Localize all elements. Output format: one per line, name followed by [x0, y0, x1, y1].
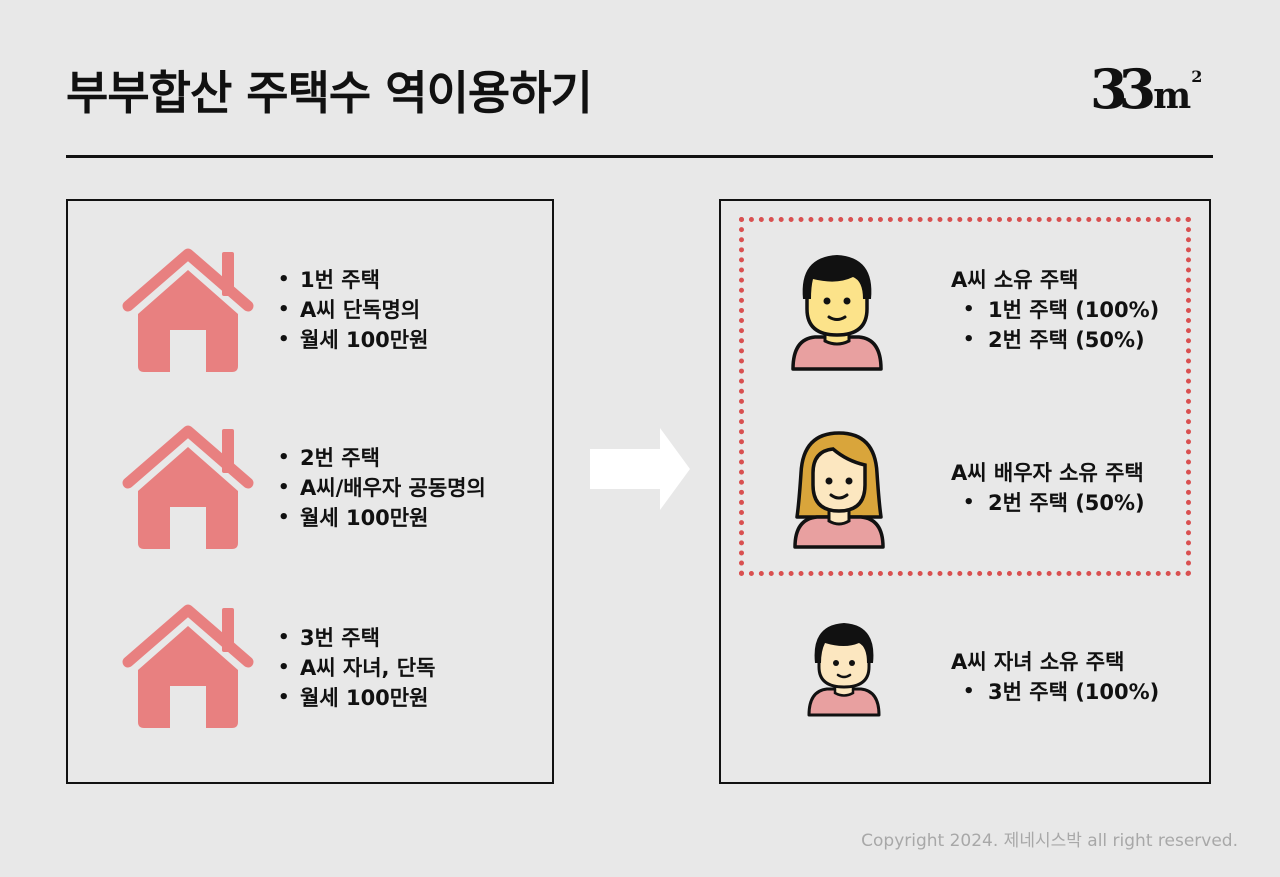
list-item: 1번 주택 (100%) [951, 295, 1159, 325]
child-icon [807, 623, 881, 717]
list-item: A씨 단독명의 [278, 295, 428, 325]
logo-unit: m [1153, 75, 1192, 117]
list-item: 3번 주택 (100%) [951, 677, 1159, 707]
house-icon [122, 425, 254, 549]
list-item: 월세 100만원 [278, 325, 429, 355]
house-2-details: 2번 주택 A씨/배우자 공동명의 월세 100만원 [278, 443, 486, 533]
list-item: 월세 100만원 [278, 503, 486, 533]
house-icon [122, 604, 254, 728]
owner-spouse-block: A씨 배우자 소유 주택 2번 주택 (50%) [951, 458, 1145, 518]
owners-panel: A씨 소유 주택 1번 주택 (100%) 2번 주택 (50%) A씨 배우자… [719, 199, 1211, 784]
copyright-text: Copyright 2024. 제네시스박 all right reserved… [861, 831, 1238, 851]
house-3-details: 3번 주택 A씨 자녀, 단독 월세 100만원 [278, 623, 436, 713]
house-icon [122, 248, 254, 372]
owner-spouse-title: A씨 배우자 소유 주택 [951, 461, 1144, 485]
owner-a-block: A씨 소유 주택 1번 주택 (100%) 2번 주택 (50%) [951, 265, 1159, 355]
list-item: 2번 주택 (50%) [951, 488, 1145, 518]
couple-group-border [739, 217, 1191, 576]
houses-panel: 1번 주택 A씨 단독명의 월세 100만원 2번 주택 A씨/배우자 공동명의… [66, 199, 554, 784]
list-item: A씨 자녀, 단독 [278, 653, 436, 683]
arrow-right-icon [590, 428, 690, 510]
list-item: A씨/배우자 공동명의 [278, 473, 486, 503]
owner-child-block: A씨 자녀 소유 주택 3번 주택 (100%) [951, 647, 1159, 707]
list-item: 월세 100만원 [278, 683, 435, 713]
woman-icon [793, 431, 885, 549]
house-1-details: 1번 주택 A씨 단독명의 월세 100만원 [278, 265, 429, 355]
logo-number: 33 [1090, 57, 1156, 121]
owner-child-title: A씨 자녀 소유 주택 [951, 650, 1125, 674]
list-item: 1번 주택 [278, 265, 428, 295]
list-item: 2번 주택 (50%) [951, 325, 1159, 355]
list-item: 2번 주택 [278, 443, 486, 473]
list-item: 3번 주택 [278, 623, 435, 653]
man-icon [791, 255, 883, 371]
header-divider [66, 155, 1213, 158]
logo-superscript: 2 [1191, 67, 1203, 86]
page-title: 부부합산 주택수 역이용하기 [66, 66, 593, 120]
owner-a-title: A씨 소유 주택 [951, 268, 1079, 292]
